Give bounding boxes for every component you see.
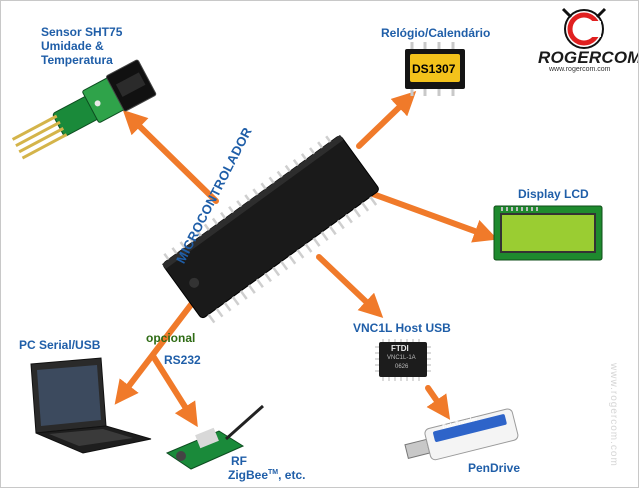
zigbee-etc: , etc. (278, 468, 306, 482)
arrow-to-rtc (356, 91, 417, 149)
ds1307-chip-icon (405, 42, 465, 96)
opcional-label: opcional (146, 331, 196, 345)
arrow-to-pc (114, 286, 206, 405)
rf-label: RF (231, 454, 247, 468)
vnc1l-chip-icon (375, 339, 431, 381)
pc-serial-usb-label: PC Serial/USB (19, 338, 101, 352)
rs232-label: RS232 (164, 353, 201, 367)
arrow-to-pendrive (425, 385, 451, 420)
watermark-text: www.rogercom.com (608, 363, 619, 467)
vnc1l-label: VNC1L Host USB (353, 321, 451, 335)
rogercom-brand-text: ROGERCOM (538, 48, 639, 67)
pendrive-label: PenDrive (468, 461, 521, 475)
ftdi-part-label: VNC1L-1A (387, 355, 416, 361)
pendrive-icon (404, 408, 519, 461)
ftdi-code-label: 0626 (395, 364, 409, 370)
rtc-label: Relógio/Calendário (381, 26, 491, 40)
arrow-to-rf (150, 353, 198, 428)
rf-zigbee-module-icon (165, 404, 264, 470)
zigbee-label: ZigBeeTM, etc. (228, 468, 305, 482)
zigbee-tm: TM (268, 469, 279, 476)
arrow-to-vnc (316, 254, 384, 318)
rogercom-url-text: www.rogercom.com (549, 66, 611, 73)
lcd-display-icon (493, 205, 603, 261)
rogercom-logo-icon (561, 7, 607, 49)
rtc-chip-label: DS1307 (412, 62, 456, 76)
arrow-to-lcd (370, 191, 498, 243)
zigbee-text: ZigBee (228, 468, 269, 482)
laptop-icon (30, 357, 152, 454)
ftdi-brand-label: FTDI (391, 344, 409, 353)
sensor-label: Sensor SHT75 Umidade & Temperatura (41, 25, 123, 67)
microcontroller-chip-icon (162, 134, 379, 324)
arrow-to-sensor (122, 109, 219, 204)
lcd-label: Display LCD (518, 187, 589, 201)
sht75-sensor-icon (11, 59, 157, 160)
arrows (114, 91, 498, 428)
